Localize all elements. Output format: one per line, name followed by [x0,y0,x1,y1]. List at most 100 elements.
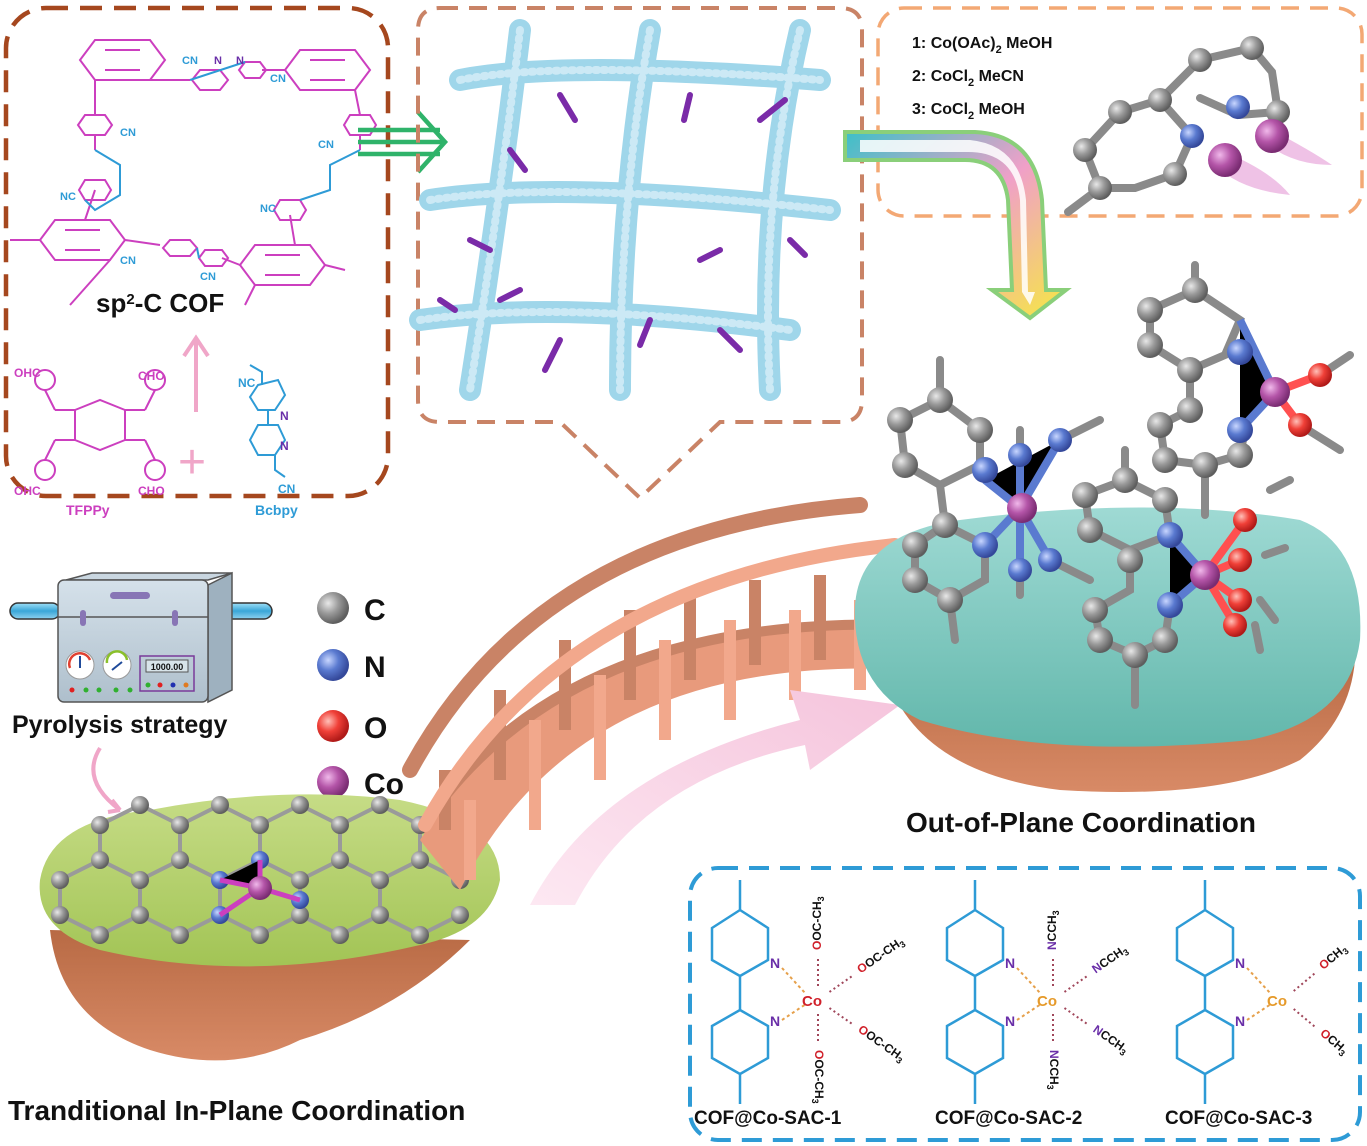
cof-panel-border [3,5,391,499]
furnace-display-value: 1000.00 [151,662,184,672]
in-plane-island [39,794,501,1061]
out-of-plane-label: Out-of-Plane Coordination [906,807,1256,838]
bipy-n-top: N [770,955,780,971]
svg-text:O: O [364,712,387,745]
pyrolysis-furnace: 1000.00 [9,571,273,704]
ligand-label: NCCH3 [1045,1050,1061,1090]
sac-name-label: COF@Co-SAC-1 [694,1108,842,1129]
bcbpy-monomer [248,364,287,478]
ligand-label: NCCH3 [1045,910,1061,950]
tfppy-group-1: OHC [14,366,41,380]
pink-curved-arrow [530,690,900,905]
svg-text:Co: Co [364,768,404,801]
co-ligand-bond [1063,1007,1088,1025]
framework-lattice [409,19,841,401]
cobalt-center: Co [1267,993,1287,1010]
cof-structure-panel: CN N N CN CN NC CN NC CN CN sp2-C COF OH… [3,5,391,518]
furnace-display-panel [139,655,195,692]
cobalt-center: Co [802,993,822,1010]
bipyridine-skeleton [945,880,1005,1104]
ligand-label: OOC-CH3 [810,1050,826,1104]
legend-item-c: C [317,592,386,627]
bcbpy-n-1: N [280,409,289,423]
cof-cn-label-6: CN [200,271,216,283]
co-ligand-bond [828,1007,853,1025]
tfppy-monomer [34,369,166,481]
molecule-sac-1 [1072,446,1294,709]
bcbpy-n-2: N [280,439,289,453]
cobalt-center: Co [1037,993,1057,1010]
legend-item-n: N [317,649,386,684]
ligand-label: OOC-CH3 [810,896,826,950]
bipyridine-skeleton [710,880,770,1104]
bipy-n-top: N [1005,955,1015,971]
cof-nc-label-3: NC [60,191,76,203]
co-ligand-bond [1063,975,1088,993]
cof-title: sp2-C COF [96,288,224,318]
ligand-label: OOC-CH3 [854,934,907,978]
bipy-n-bottom: N [1005,1013,1015,1029]
in-plane-label: Tranditional In-Plane Coordination [8,1095,465,1126]
co-ligand-bond [1293,1008,1316,1028]
condition-1: 1: Co(OAc)2 MeOH [912,35,1052,56]
framework-3d-panel [409,6,864,501]
ligand-label: NCCH3 [1089,942,1131,978]
green-triple-arrow [358,110,449,174]
svg-text:C: C [364,594,386,627]
furnace-pipe-left [9,602,61,620]
atom-legend: C N O Co [317,592,404,801]
pyrolysis-label: Pyrolysis strategy [12,711,227,739]
cof-cn-label-3: CN [120,127,136,139]
synthesis-up-arrow [182,334,210,412]
cof-n-label-2: N [236,55,244,67]
bent-down-arrow [843,130,1072,321]
plus-sign: + [178,436,206,489]
condition-3: 3: CoCl2 MeOH [912,101,1025,122]
bipyridine-ball-stick [1064,36,1332,216]
ligand-label: OCH3 [1316,941,1351,974]
ligand-label: OOC-CH3 [854,1022,907,1066]
bcbpy-name: Bcbpy [255,502,298,518]
tfppy-group-3: OHC [14,484,41,498]
pyrolysis-curved-arrow [91,746,122,814]
bipy-n-bottom: N [770,1013,780,1029]
tfppy-group-2: CHO [138,369,165,383]
tfppy-group-4: CHO [138,484,165,498]
sac-name-label: COF@Co-SAC-3 [1165,1108,1312,1129]
n-co-bond [1016,967,1042,1021]
out-of-plane-island [854,261,1361,792]
bcbpy-group-1: NC [238,376,256,390]
framework-panel-border [416,6,864,501]
sac-structure-1: NNCoOOC-CH3OOC-CH3OOC-CH3OOC-CH3COF@Co-S… [694,880,908,1129]
condition-2: 2: CoCl2 MeCN [912,68,1024,89]
bipy-n-top: N [1235,955,1245,971]
sac-structures-panel: NNCoOOC-CH3OOC-CH3OOC-CH3OOC-CH3COF@Co-S… [688,866,1362,1142]
bcbpy-group-2: CN [278,482,295,496]
cof-cn-label-4: CN [318,139,334,151]
conditions-panel-border [876,6,1364,218]
sac-name-label: COF@Co-SAC-2 [935,1108,1082,1129]
graphene-atoms [51,796,469,944]
cof-cn-label-2: CN [270,73,286,85]
molecule-sac-2 [887,356,1104,644]
molecule-sac-3 [1137,261,1354,519]
bipy-n-bottom: N [1235,1013,1245,1029]
cof-nc-label-4: NC [260,203,276,215]
cof-cn-label-1: CN [182,55,198,67]
bipyridine-skeleton [1175,880,1235,1104]
cof-ring-skeleton [10,39,378,306]
n-co-bond [1246,967,1272,1021]
ligand-label: NCCH3 [1089,1022,1131,1058]
n-co-bond [781,967,807,1021]
legend-item-co: Co [317,766,404,801]
sac-panel-border [688,866,1362,1142]
cof-cn-label-5: CN [120,255,136,267]
co-ligand-bond [1293,972,1316,992]
ligand-label: OCH3 [1316,1026,1351,1059]
svg-text:N: N [364,651,386,684]
legend-item-o: O [317,710,387,745]
cof-n-label-1: N [214,55,222,67]
tfppy-name: TFPPy [66,502,110,518]
